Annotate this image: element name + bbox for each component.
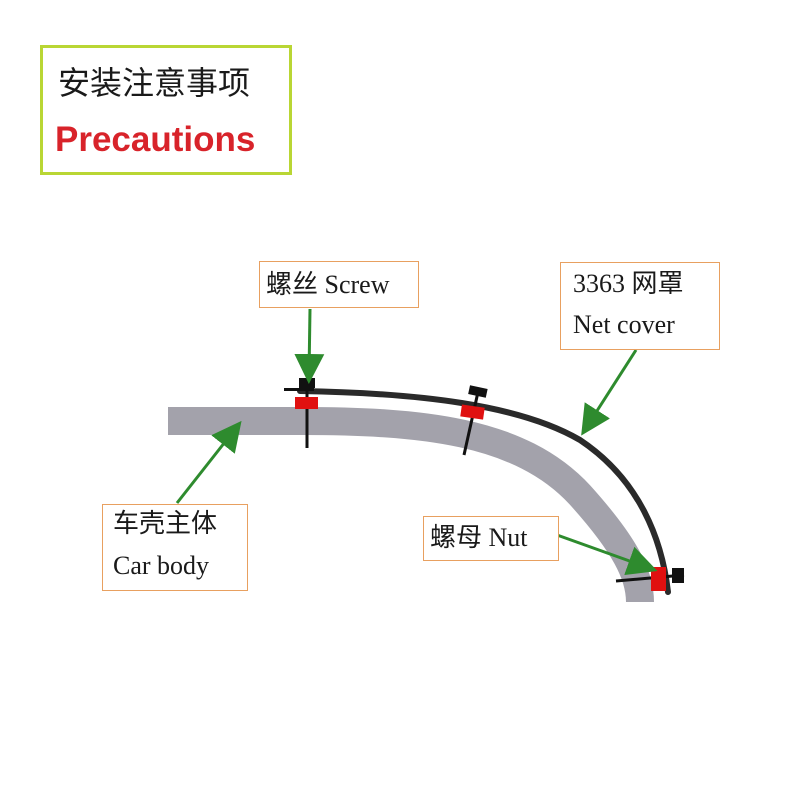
header-title-cn: 安装注意事项 xyxy=(58,64,251,102)
net-cover-shape xyxy=(297,388,671,595)
net-cover-label: 3363 网罩 Net cover xyxy=(560,262,720,350)
nut-label-text: 螺母 Nut xyxy=(430,523,528,552)
clip-left xyxy=(295,397,318,409)
header-title-en: Precautions xyxy=(55,120,256,159)
screw-label: 螺丝 Screw xyxy=(259,261,419,308)
net-cover-label-line1: 3363 网罩 xyxy=(573,269,684,298)
car-body-label: 车壳主体 Car body xyxy=(102,504,248,591)
screw-arrow xyxy=(294,308,325,384)
screw-label-text: 螺丝 Screw xyxy=(266,270,390,299)
car-body-label-line2: Car body xyxy=(113,551,210,580)
car-body-arrow xyxy=(175,420,242,504)
net-cover-label-line2: Net cover xyxy=(573,310,675,339)
clip-middle xyxy=(460,404,485,420)
net-cover-arrow xyxy=(581,349,638,436)
clip-nut xyxy=(651,567,666,591)
header-box: 安装注意事项 Precautions xyxy=(40,45,292,175)
car-body-label-line1: 车壳主体 xyxy=(113,509,218,538)
nut-label: 螺母 Nut xyxy=(423,516,559,561)
screw-middle xyxy=(460,385,488,456)
